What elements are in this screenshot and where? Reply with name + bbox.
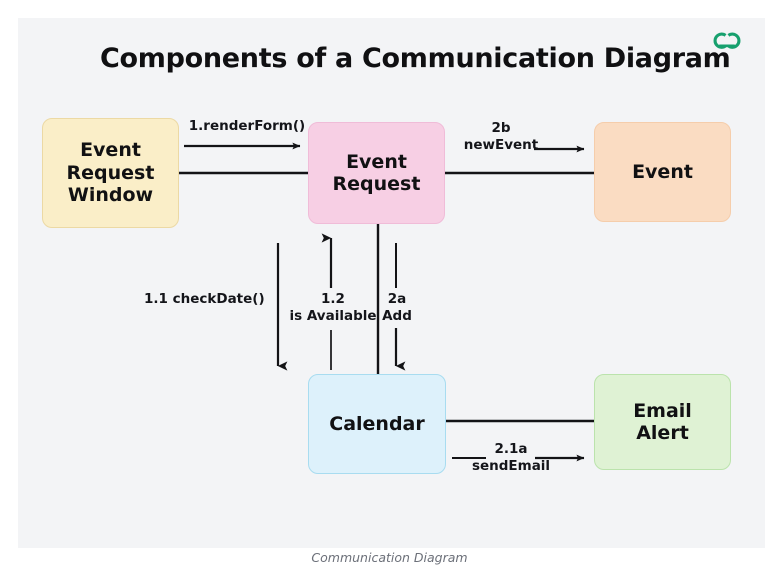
- message-label-add: 2a Add: [382, 291, 412, 325]
- node-event-request[interactable]: Event Request: [308, 122, 445, 224]
- message-label-check-date: 1.1 checkDate(): [144, 291, 265, 307]
- page-title: Components of a Communication Diagram: [100, 43, 731, 74]
- node-email-alert[interactable]: Email Alert: [594, 374, 731, 470]
- figure-caption: Communication Diagram: [311, 550, 468, 565]
- message-label-send-email: 2.1a sendEmail: [471, 441, 551, 475]
- message-label-is-available: 1.2 is Available: [289, 291, 377, 325]
- message-label-new-event: 2b newEvent: [463, 120, 539, 154]
- node-event-request-window[interactable]: Event Request Window: [42, 118, 179, 228]
- message-label-render-form: 1.renderForm(): [188, 118, 306, 134]
- node-event[interactable]: Event: [594, 122, 731, 222]
- geeksforgeeks-logo-icon: [706, 28, 748, 54]
- node-calendar[interactable]: Calendar: [308, 374, 446, 474]
